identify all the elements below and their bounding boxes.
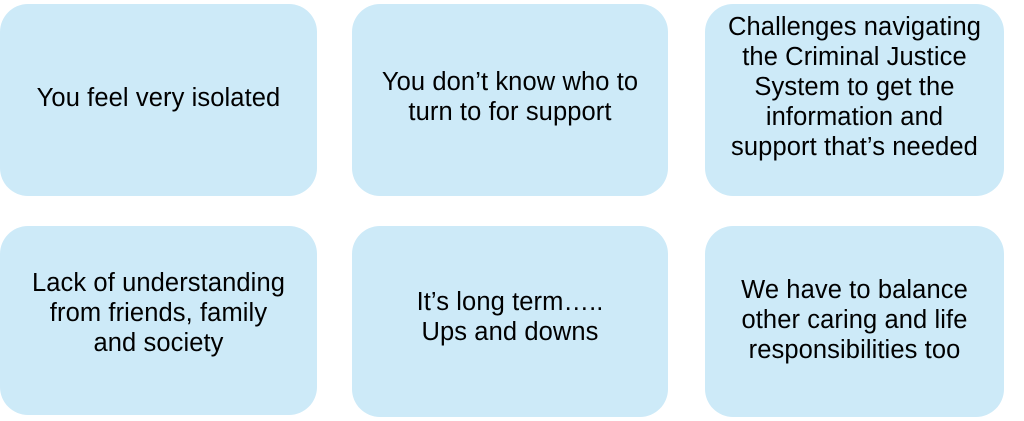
card-who-to-turn-to[interactable]: You don’t know who to turn to for suppor…: [352, 4, 668, 196]
card-balance-responsibilities[interactable]: We have to balance other caring and life…: [705, 226, 1004, 417]
card-isolated[interactable]: You feel very isolated: [0, 4, 317, 196]
card-isolated-text: You feel very isolated: [36, 84, 281, 112]
card-criminal-justice-system[interactable]: Challenges navigating the Criminal Justi…: [705, 4, 1004, 196]
card-balance-responsibilities-text: We have to balance other caring and life…: [741, 275, 968, 364]
card-who-to-turn-to-text: You don’t know who to turn to for suppor…: [381, 68, 639, 126]
card-criminal-justice-system-text: Challenges navigating the Criminal Justi…: [727, 13, 982, 161]
card-long-term-text: It’s long term….. Ups and downs: [416, 287, 604, 346]
card-lack-of-understanding-text: Lack of understanding from friends, fami…: [31, 268, 286, 357]
card-long-term[interactable]: It’s long term….. Ups and downs: [352, 226, 668, 417]
card-lack-of-understanding[interactable]: Lack of understanding from friends, fami…: [0, 226, 317, 415]
